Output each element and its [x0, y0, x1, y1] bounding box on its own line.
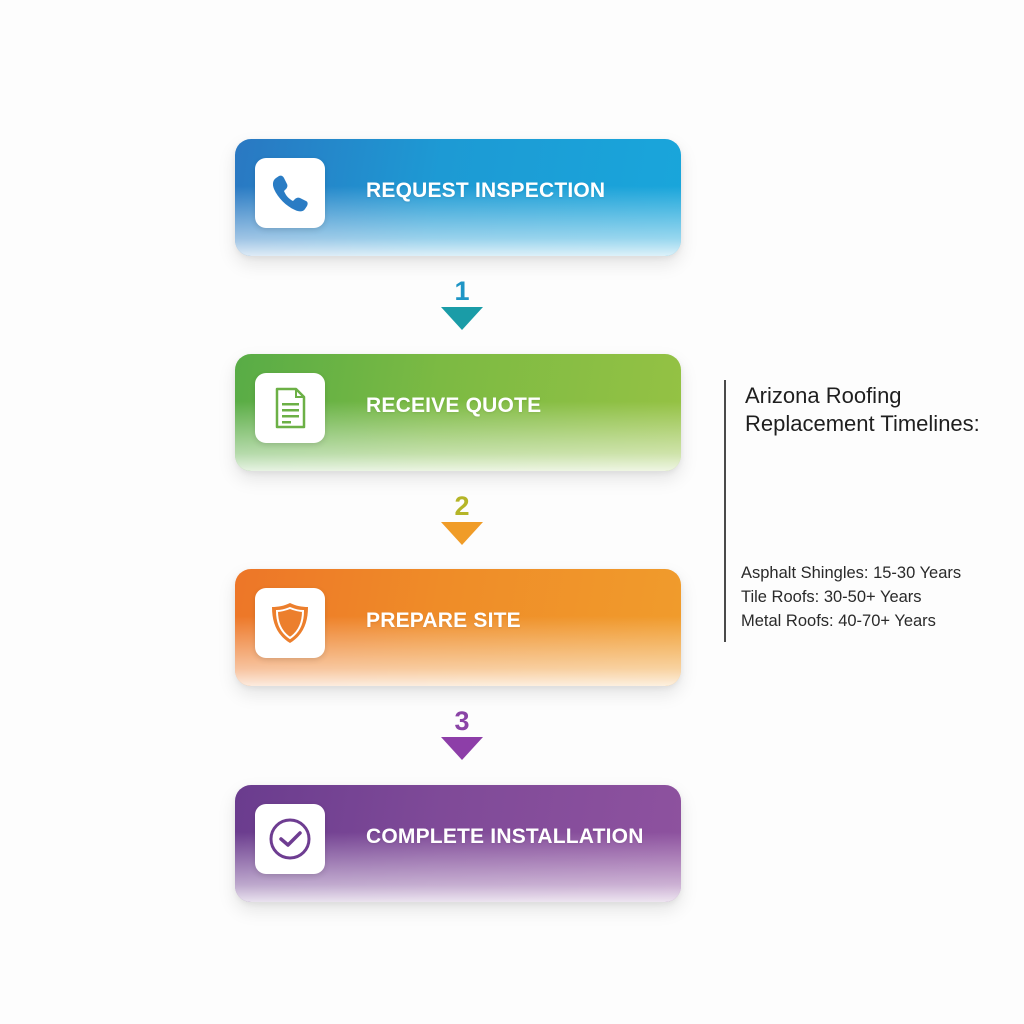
step-card-complete-installation: COMPLETE INSTALLATION	[235, 785, 681, 902]
step-connector-2: 2	[437, 492, 487, 545]
list-item: Tile Roofs: 30-50+ Years	[741, 588, 922, 606]
step-number: 2	[454, 491, 470, 521]
step-label: RECEIVE QUOTE	[366, 394, 542, 417]
list-item: Metal Roofs: 40-70+ Years	[741, 612, 936, 630]
step-number: 3	[454, 706, 470, 736]
shield-icon	[255, 588, 325, 658]
timeline-list: Asphalt Shingles: 15-30 Years Tile Roofs…	[741, 561, 961, 633]
step-label: PREPARE SITE	[366, 609, 521, 632]
list-item: Asphalt Shingles: 15-30 Years	[741, 564, 962, 582]
document-icon	[255, 373, 325, 443]
down-arrow-icon	[441, 737, 483, 760]
step-card-receive-quote: RECEIVE QUOTE	[235, 354, 681, 471]
step-label: COMPLETE INSTALLATION	[366, 825, 644, 848]
step-label: REQUEST INSPECTION	[366, 179, 606, 202]
step-number: 1	[454, 276, 470, 306]
step-connector-3: 3	[437, 707, 487, 760]
roofing-timelines-panel: Arizona Roofing Replacement Timelines: A…	[724, 380, 1016, 642]
step-connector-1: 1	[437, 277, 487, 330]
check-circle-icon	[255, 804, 325, 874]
phone-icon	[255, 158, 325, 228]
step-card-prepare-site: PREPARE SITE	[235, 569, 681, 686]
down-arrow-icon	[441, 307, 483, 330]
step-card-request-inspection: REQUEST INSPECTION	[235, 139, 681, 256]
down-arrow-icon	[441, 522, 483, 545]
panel-title: Arizona Roofing Replacement Timelines:	[745, 383, 980, 436]
